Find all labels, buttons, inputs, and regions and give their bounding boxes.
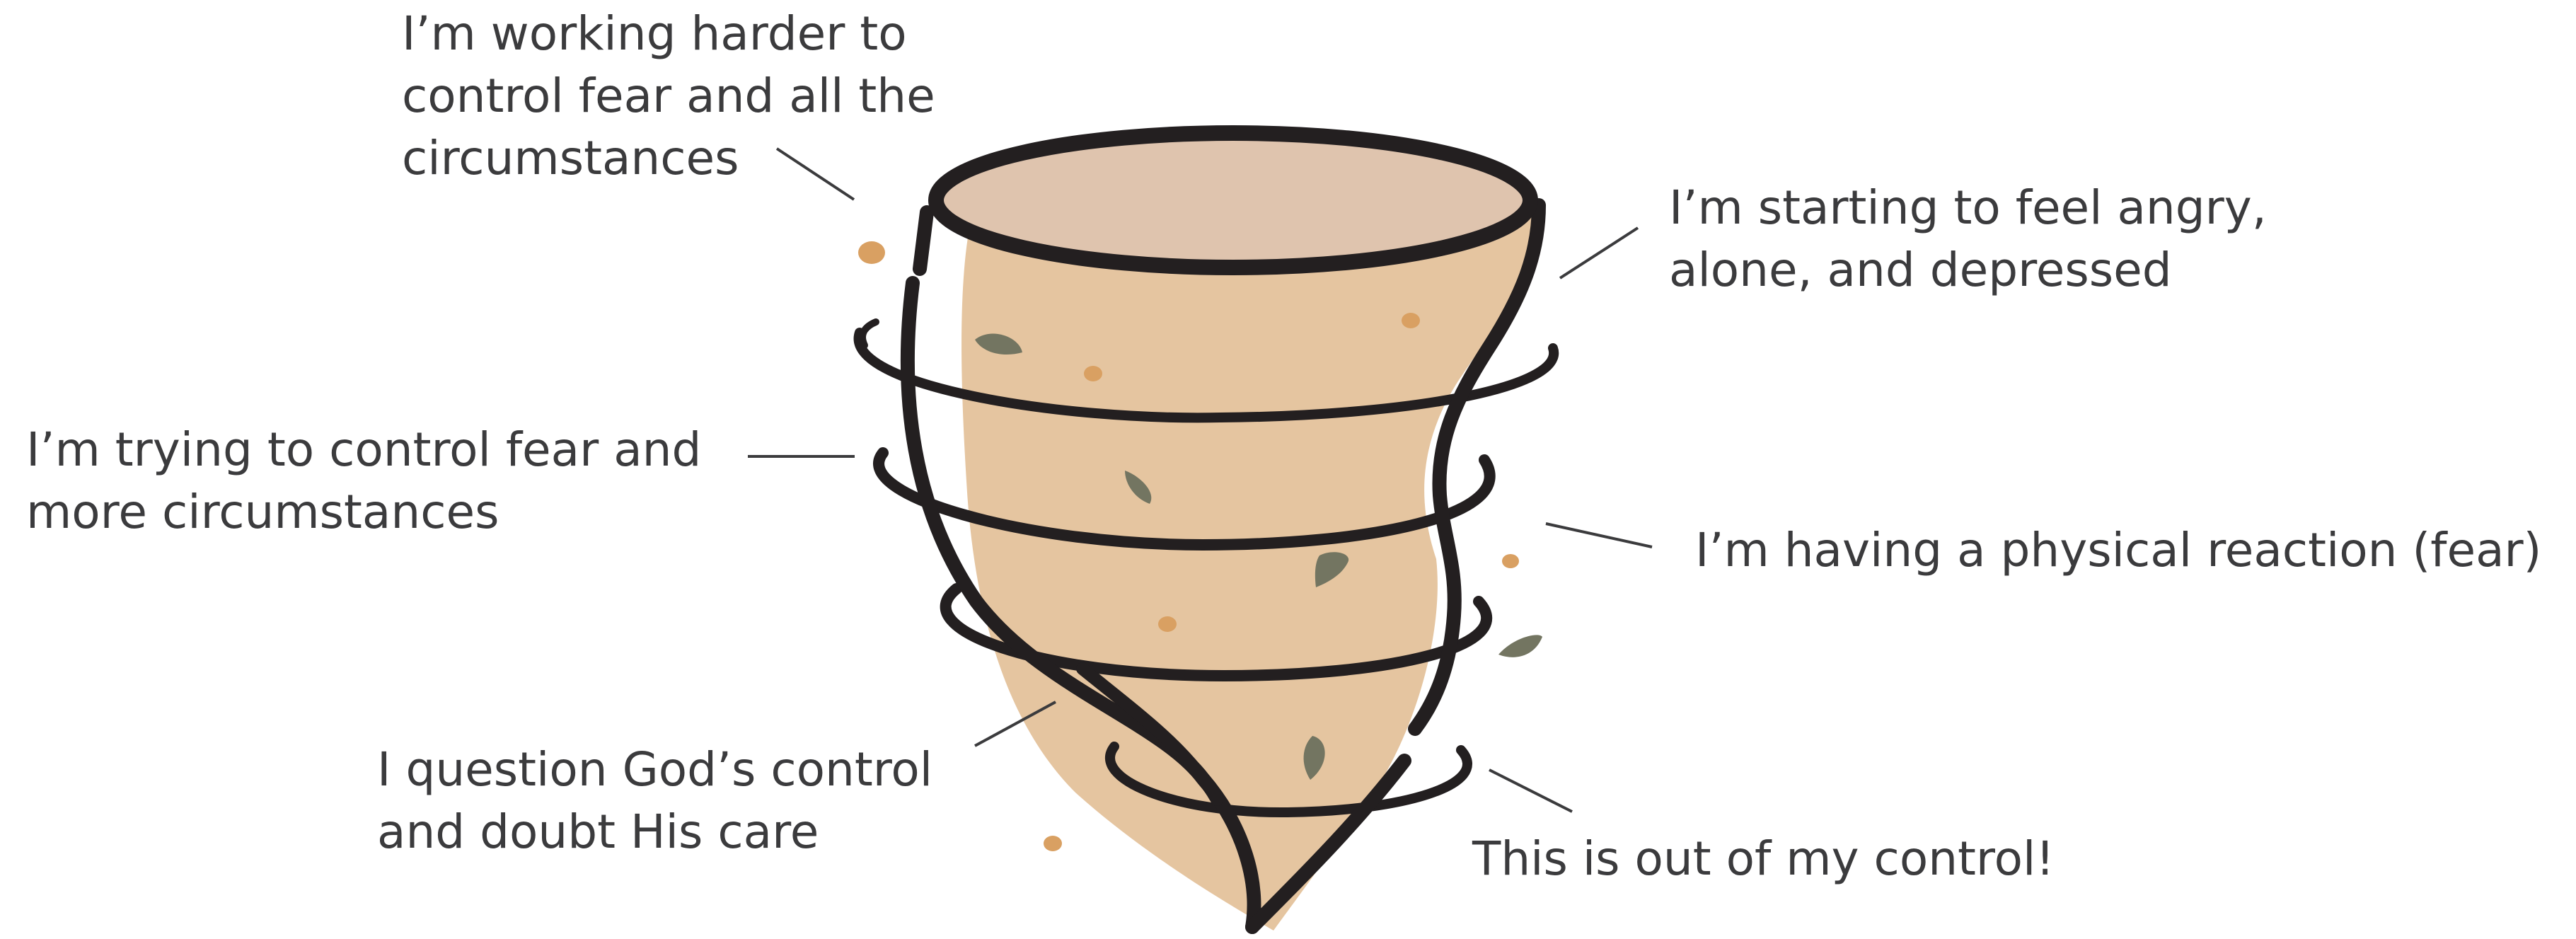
- label-line: and doubt His care: [377, 801, 932, 863]
- label-line: I’m working harder to: [402, 3, 935, 65]
- debris-dot: [1044, 836, 1062, 851]
- debris-dot: [1084, 366, 1102, 381]
- label-out-of-control: This is out of my control!: [1472, 828, 2055, 890]
- label-physical-reaction: I’m having a physical reaction (fear): [1695, 519, 2541, 582]
- leaf-icon: [1498, 635, 1542, 657]
- debris-dot: [858, 241, 885, 264]
- debris-dot: [1502, 554, 1519, 568]
- label-line: circumstances: [402, 127, 935, 190]
- label-angry-alone: I’m starting to feel angry, alone, and d…: [1669, 177, 2267, 301]
- funnel-left-stroke: [920, 212, 927, 269]
- label-trying-control: I’m trying to control fear and more circ…: [26, 419, 701, 543]
- label-line: This is out of my control!: [1472, 828, 2055, 890]
- label-line: control fear and all the: [402, 65, 935, 127]
- label-line: more circumstances: [26, 481, 701, 543]
- wind-ring-1-back: [862, 322, 876, 345]
- label-line: I’m starting to feel angry,: [1669, 177, 2267, 239]
- leader-line: [1489, 770, 1572, 812]
- leader-line: [1546, 524, 1652, 547]
- leader-line: [1560, 228, 1638, 278]
- label-line: alone, and depressed: [1669, 239, 2267, 301]
- label-working-harder: I’m working harder to control fear and a…: [402, 3, 935, 190]
- debris-dot: [1158, 616, 1177, 632]
- label-line: I question God’s control: [377, 739, 932, 801]
- label-line: I’m trying to control fear and: [26, 419, 701, 481]
- label-question-god: I question God’s control and doubt His c…: [377, 739, 932, 863]
- funnel-highlight: [942, 205, 955, 495]
- label-line: I’m having a physical reaction (fear): [1695, 519, 2541, 582]
- debris-dot: [1402, 313, 1420, 328]
